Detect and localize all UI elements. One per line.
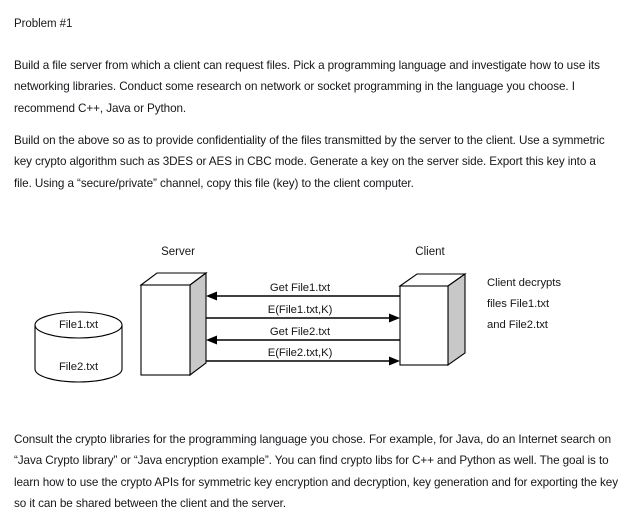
message-label-1: Get File1.txt	[270, 282, 331, 294]
paragraph-3: Consult the crypto libraries for the pro…	[14, 432, 618, 511]
page-title: Problem #1	[14, 18, 73, 30]
server-title-label: Server	[161, 246, 195, 258]
server-box	[139, 271, 208, 377]
message-label-2: E(File1.txt,K)	[268, 304, 333, 316]
client-title-label: Client	[415, 246, 445, 258]
message-arrow-3	[206, 335, 400, 345]
client-server-diagram: File1.txt File2.txt Server Cli	[0, 235, 628, 410]
annotation-line-3: and File2.txt	[487, 319, 549, 331]
message-arrow-4	[206, 356, 400, 366]
message-label-3: Get File2.txt	[270, 326, 331, 338]
database-cylinder	[34, 311, 123, 383]
message-label-4: E(File2.txt,K)	[268, 347, 333, 359]
database-file2-label: File2.txt	[59, 361, 99, 373]
client-box	[398, 272, 467, 367]
annotation-line-2: files File1.txt	[487, 298, 550, 310]
paragraph-2: Build on the above so as to provide conf…	[14, 133, 605, 190]
message-arrow-2	[206, 313, 400, 323]
paragraph-1: Build a file server from which a client …	[14, 58, 600, 115]
database-file1-label: File1.txt	[59, 319, 99, 331]
annotation-line-1: Client decrypts	[487, 277, 561, 289]
message-arrow-1	[206, 291, 400, 301]
